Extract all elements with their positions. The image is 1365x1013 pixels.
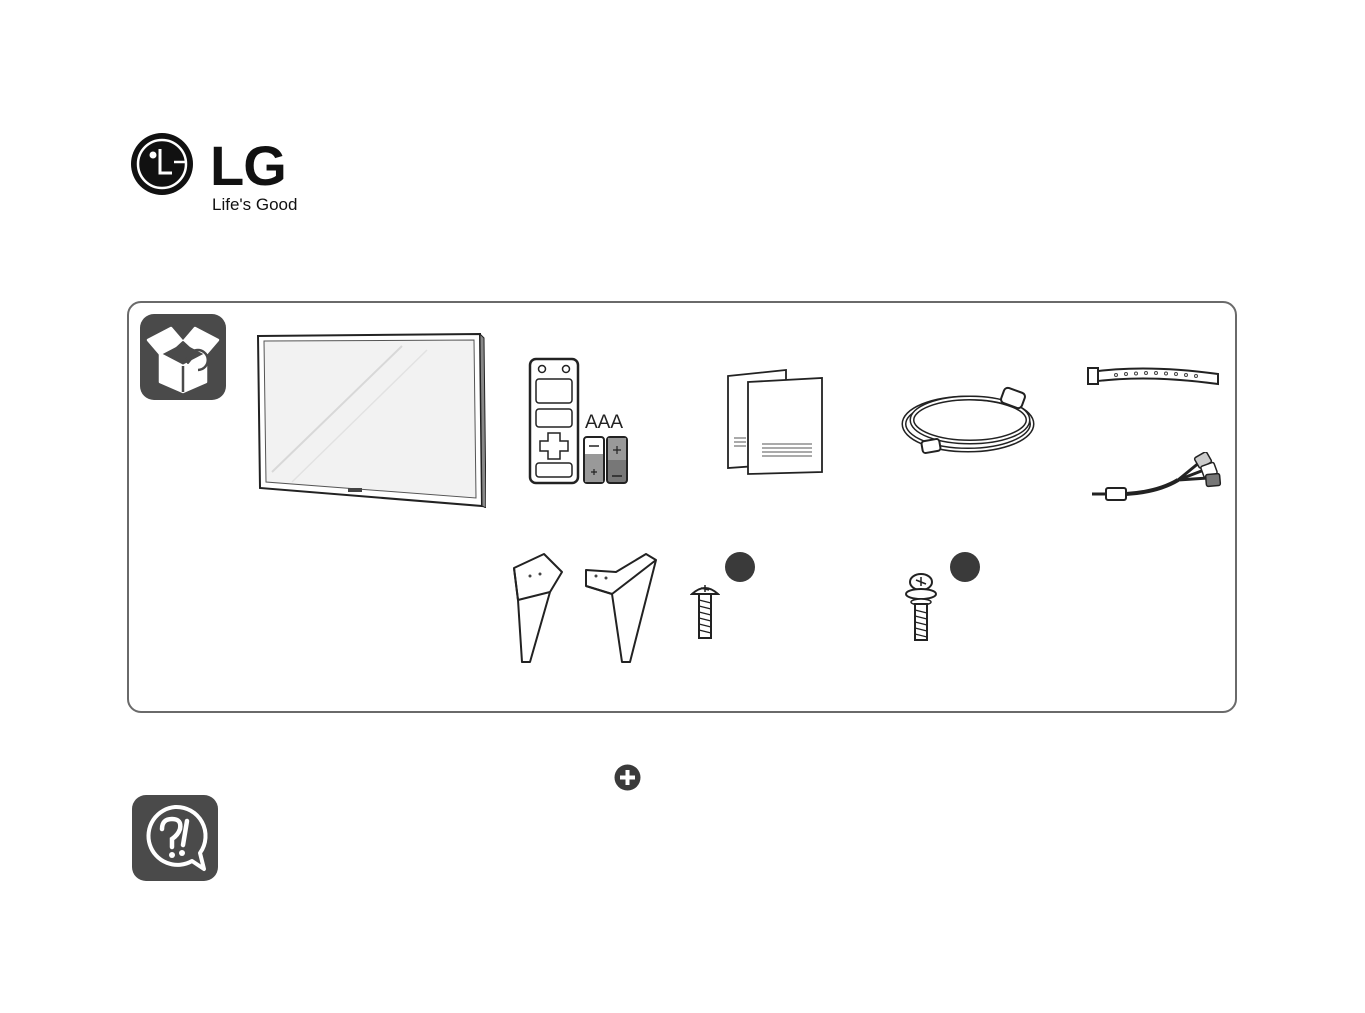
screw-washer-quantity-badge [950,552,980,582]
batteries-icon [582,434,630,486]
box-open-icon [140,314,226,400]
lg-logo: LG Life's Good [130,132,310,222]
screw-quantity-badge [725,552,755,582]
lg-logo-mark-icon [130,132,194,196]
plus-circle-icon [614,764,641,791]
logo-wordmark: LG [210,138,286,194]
manual-icon [726,368,826,476]
cable-tie-icon [1086,362,1222,388]
logo-tagline: Life's Good [212,196,297,213]
tv-icon [252,332,486,508]
av-cable-icon [1088,452,1222,504]
stand-legs-icon [500,550,660,666]
power-cord-icon [898,384,1038,460]
remote-control-icon [528,357,580,485]
help-speech-icon [132,795,218,881]
screw-washer-icon [904,572,938,642]
screw-icon [690,582,720,640]
battery-type-label: AAA [585,413,623,432]
